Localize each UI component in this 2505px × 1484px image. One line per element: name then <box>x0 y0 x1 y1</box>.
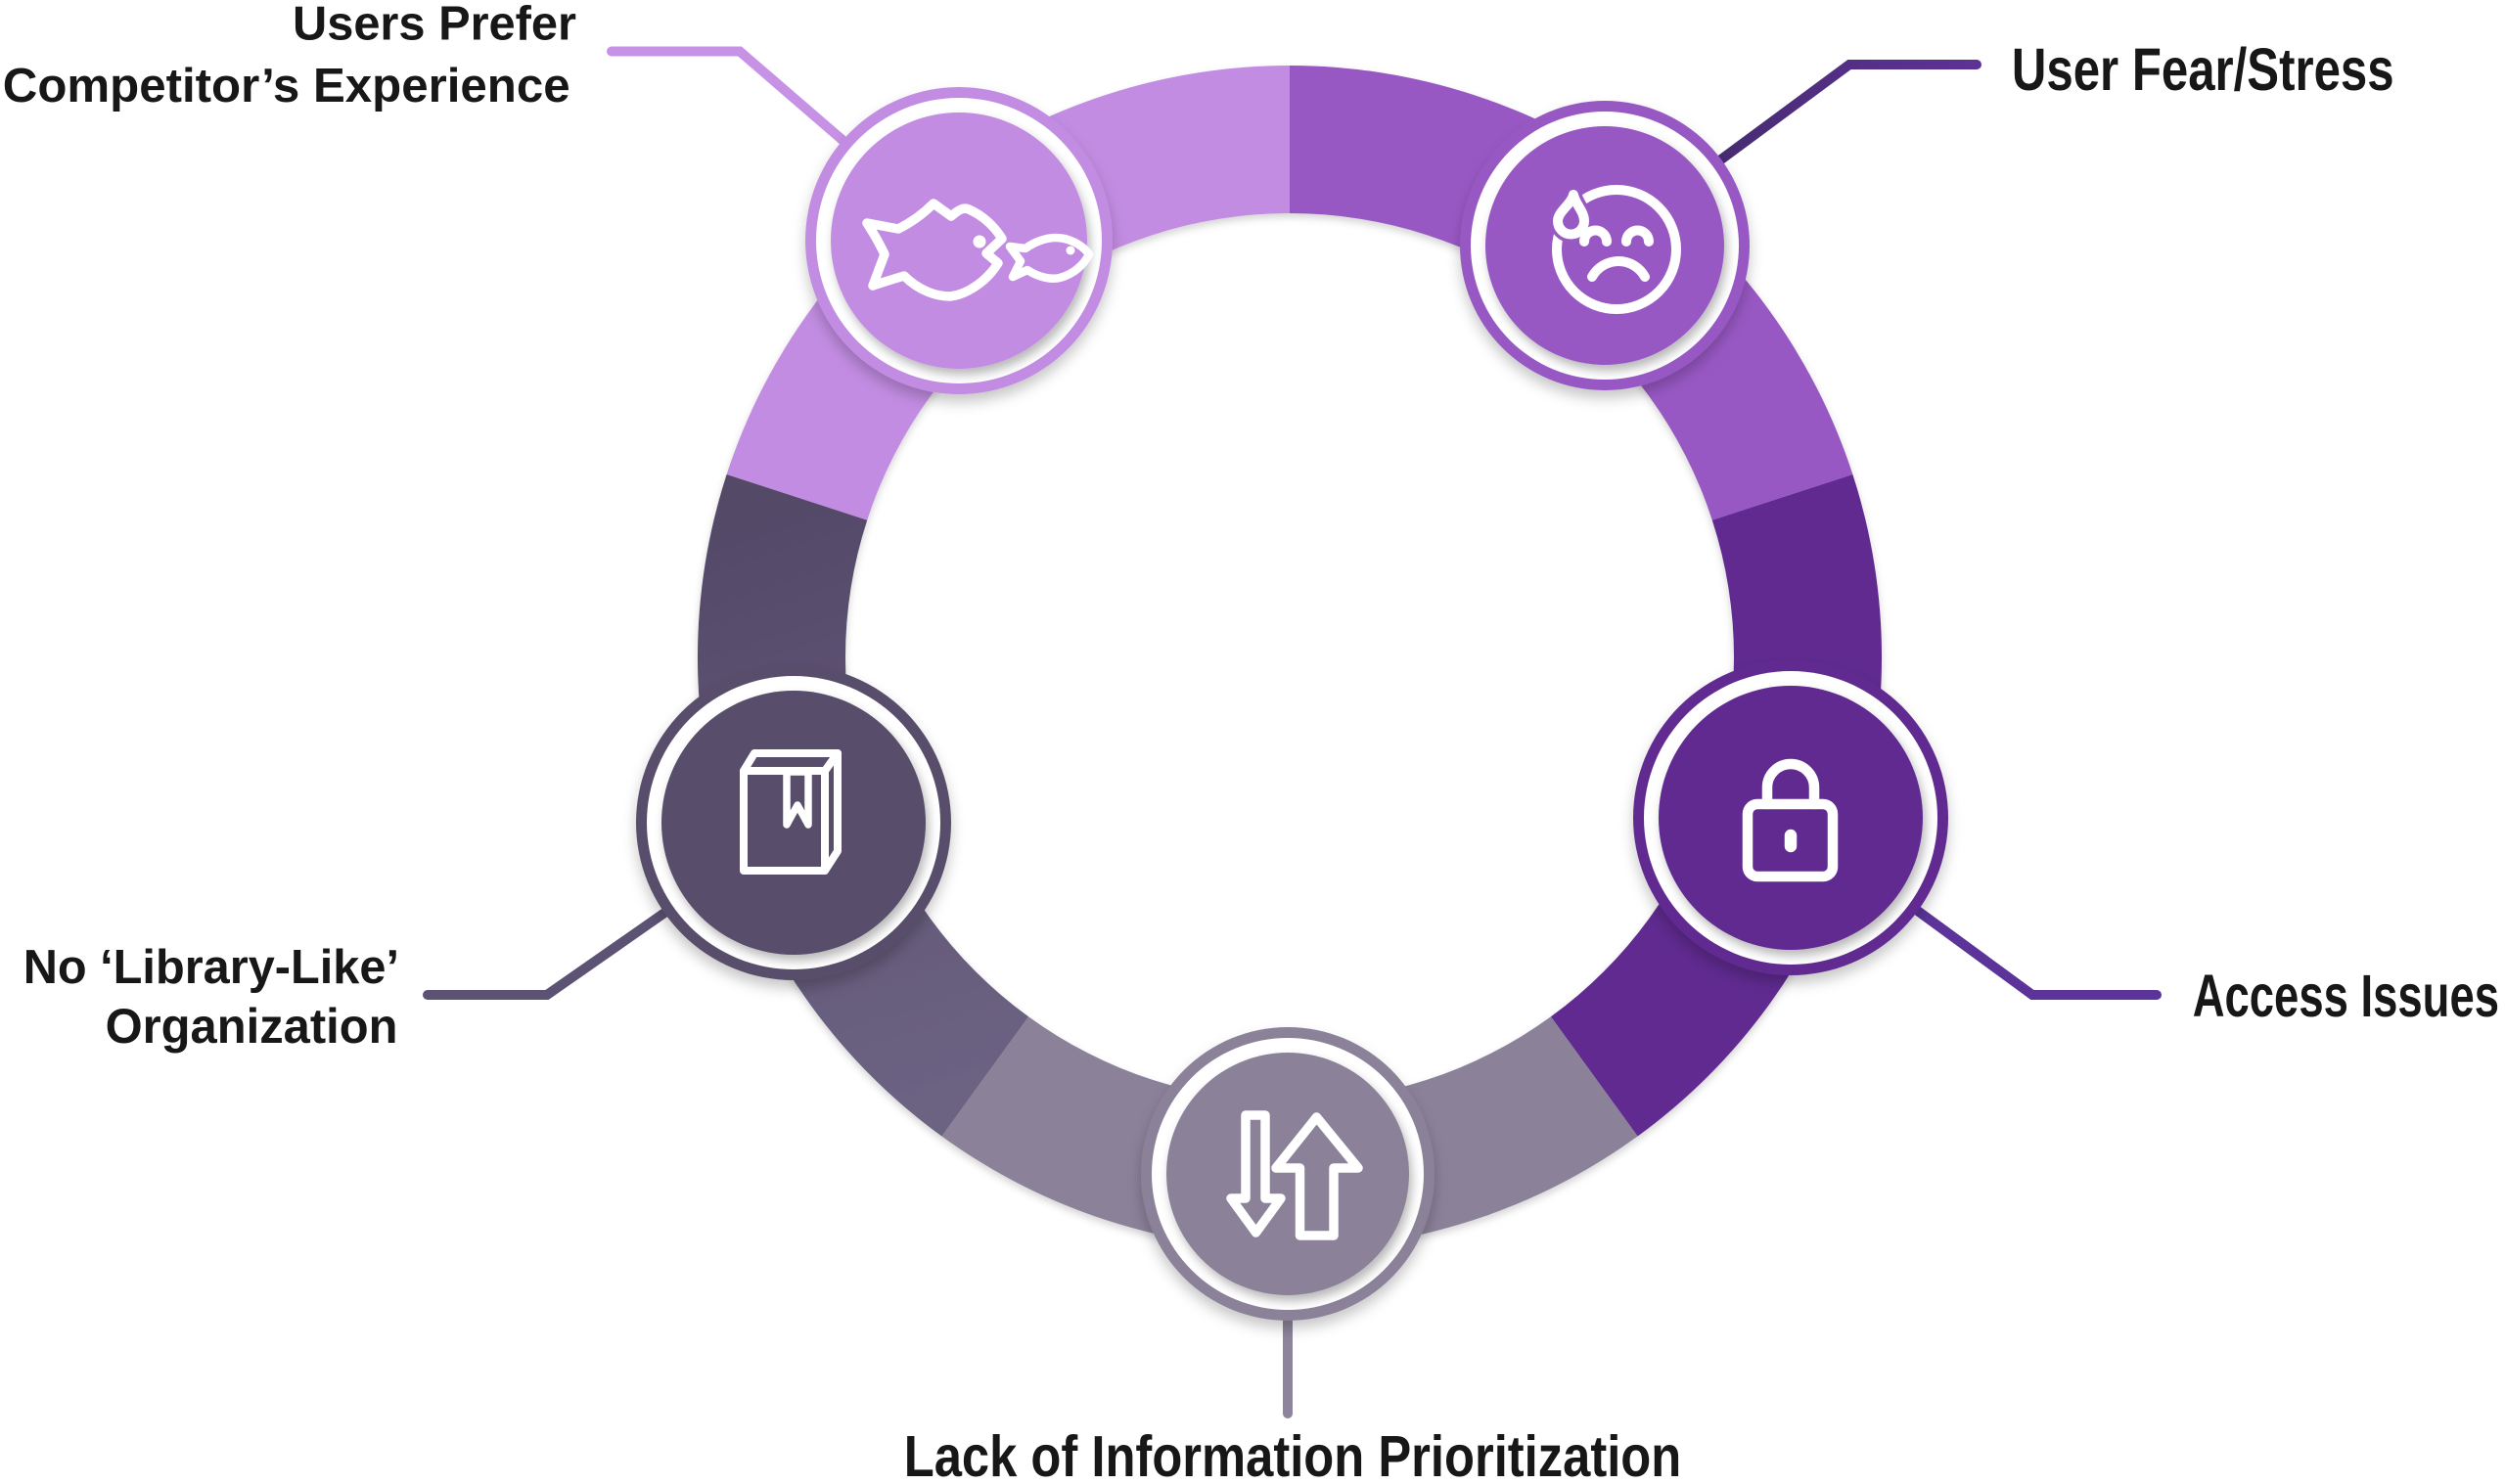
svg-text:Lack of Information Prioritiza: Lack of Information Prioritization <box>904 1423 1682 1484</box>
svg-text:Access Issues: Access Issues <box>2193 963 2499 1030</box>
svg-text:User Fear/Stress: User Fear/Stress <box>2012 36 2394 103</box>
svg-text:No ‘Library-Like’: No ‘Library-Like’ <box>23 940 399 994</box>
svg-text:Competitor’s Experience: Competitor’s Experience <box>3 59 570 112</box>
svg-text:Users Prefer: Users Prefer <box>293 0 576 51</box>
svg-text:Organization: Organization <box>106 998 398 1054</box>
